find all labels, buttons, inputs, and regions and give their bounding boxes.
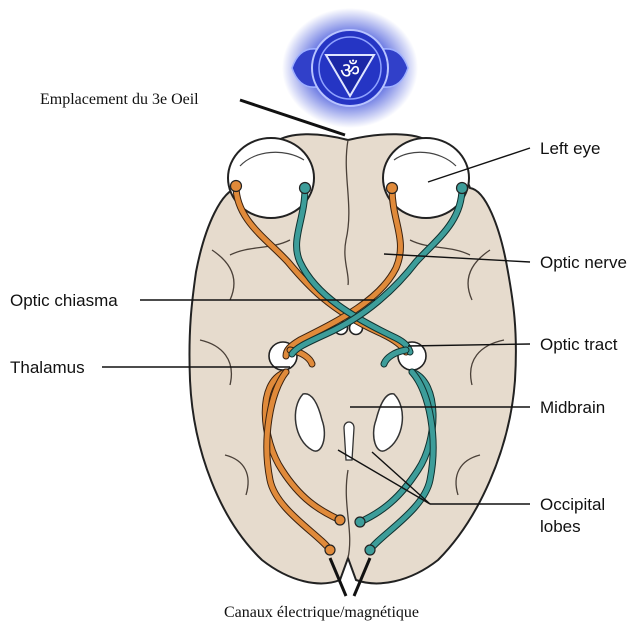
third-eye-label: Emplacement du 3e Oeil	[40, 91, 199, 108]
om-symbol: ॐ	[340, 59, 360, 84]
optic-chiasma-label: Optic chiasma	[10, 291, 118, 310]
thalamus-label: Thalamus	[10, 358, 85, 377]
left-eye-label: Left eye	[540, 139, 601, 158]
occipital-label-line2: lobes	[540, 517, 581, 536]
channels-label: Canaux électrique/magnétique	[224, 604, 419, 621]
optic-tract-label: Optic tract	[540, 335, 618, 354]
ajna-third-eye-chakra-icon: ॐ	[282, 8, 418, 128]
optic-nerve-label: Optic nerve	[540, 253, 627, 272]
midbrain-label: Midbrain	[540, 398, 605, 417]
occipital-label-line1: Occipital	[540, 495, 605, 514]
